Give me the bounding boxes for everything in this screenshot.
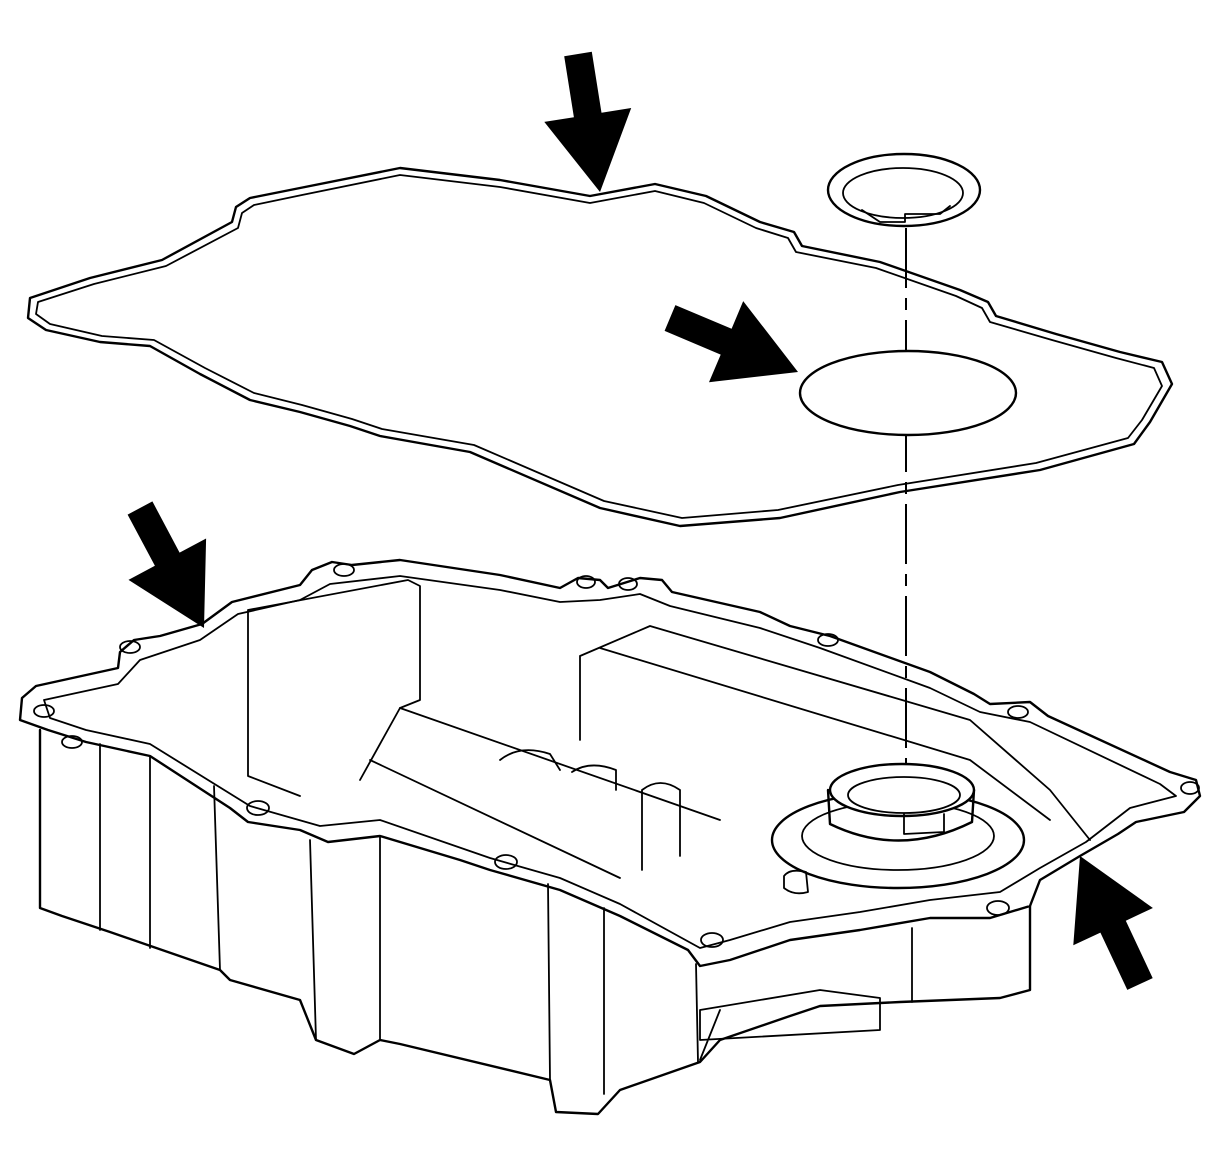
oil-pan-boss <box>499 749 681 871</box>
oil-pan-wall-6 <box>547 883 551 1081</box>
seal-ring-inner <box>842 167 964 219</box>
arrow-right-icon <box>1073 856 1153 990</box>
oil-pan-wall-8 <box>695 963 699 1063</box>
oil-pan-filter-neck <box>770 762 1026 895</box>
gasket-opening <box>798 349 1018 437</box>
oil-pan <box>18 558 1202 1116</box>
arrow-top-icon <box>544 51 632 192</box>
gasket-outer-edge <box>26 166 1174 528</box>
oil-pan-flange-inner <box>43 575 1177 949</box>
oil-pan-interior-wall <box>247 579 421 797</box>
arrow-left-icon <box>127 501 207 628</box>
oil-pan-wall-3 <box>213 785 221 971</box>
gasket-inner-edge <box>35 174 1163 519</box>
seal-ring <box>826 152 982 228</box>
oil-pan-bolt-holes <box>33 563 1200 948</box>
callout-arrows <box>127 51 1153 990</box>
arrow-center-icon <box>664 301 798 383</box>
oil-pan-rib <box>359 707 721 879</box>
seal-ring-tab <box>861 205 951 223</box>
oil-pan-baffle <box>579 625 1091 841</box>
gasket <box>26 166 1174 528</box>
oil-pan-flange-outer <box>18 558 1202 968</box>
oil-pan-wall-4 <box>309 839 317 1041</box>
oil-pan-drain-area <box>699 989 881 1061</box>
seal-ring-outer <box>826 152 982 228</box>
